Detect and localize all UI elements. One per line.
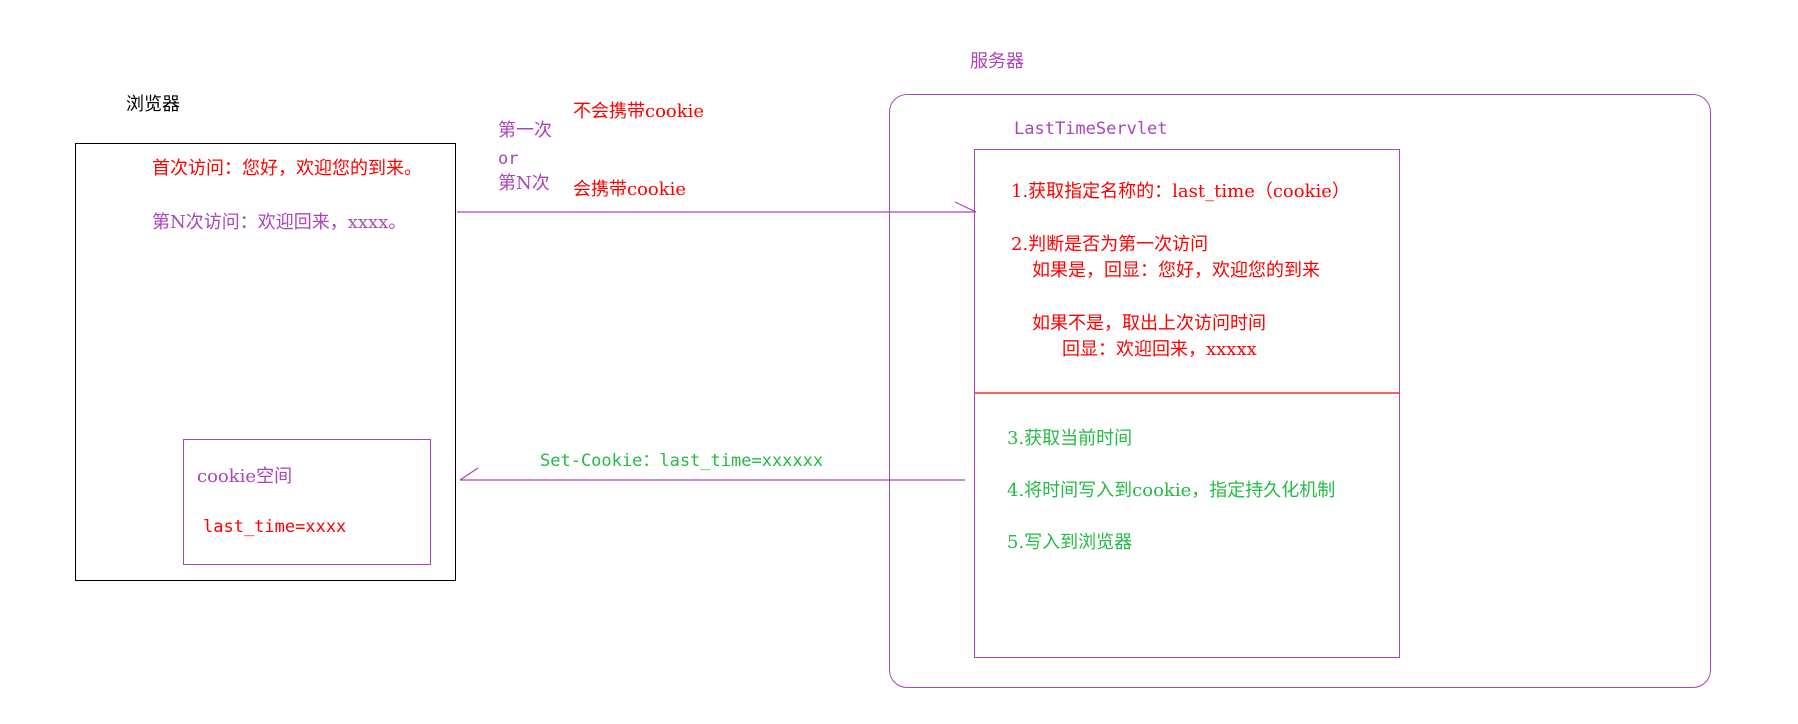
- servlet-step-2-yes: 如果是，回显：您好，欢迎您的到来: [1032, 260, 1320, 281]
- browser-first-visit-text: 首次访问：您好，欢迎您的到来。: [152, 158, 422, 179]
- servlet-box: 1.获取指定名称的：last_time（cookie） 2.判断是否为第一次访问…: [974, 149, 1400, 658]
- request-arrow-head: [954, 201, 977, 213]
- cookie-space-value: last_time=xxxx: [203, 517, 347, 537]
- servlet-step-1: 1.获取指定名称的：last_time（cookie）: [1011, 181, 1350, 202]
- servlet-step-2: 2.判断是否为第一次访问: [1011, 234, 1209, 255]
- server-title: 服务器: [970, 51, 1024, 72]
- browser-nth-visit-text: 第N次访问：欢迎回来，xxxx。: [152, 212, 407, 233]
- server-box: [889, 94, 1711, 688]
- browser-title: 浏览器: [126, 94, 180, 115]
- servlet-step-4: 4.将时间写入到cookie，指定持久化机制: [1007, 480, 1336, 501]
- servlet-step-2-no: 如果不是，取出上次访问时间: [1032, 313, 1266, 334]
- response-set-cookie-label: Set-Cookie：last_time=xxxxxx: [540, 451, 824, 471]
- servlet-step-3: 3.获取当前时间: [1007, 428, 1133, 449]
- request-with-cookie-label: 会携带cookie: [573, 179, 687, 200]
- servlet-step-5: 5.写入到浏览器: [1007, 532, 1133, 553]
- response-arrow-head: [459, 467, 479, 481]
- request-or-label: or: [498, 149, 519, 169]
- browser-box: 首次访问：您好，欢迎您的到来。 第N次访问：欢迎回来，xxxx。: [75, 143, 456, 581]
- cookie-space-box: cookie空间 last_time=xxxx: [183, 439, 431, 565]
- request-first-label: 第一次: [498, 120, 552, 141]
- servlet-name: LastTimeServlet: [1014, 119, 1168, 139]
- cookie-space-title: cookie空间: [197, 466, 293, 487]
- request-no-cookie-label: 不会携带cookie: [573, 101, 705, 122]
- request-nth-label: 第N次: [498, 173, 550, 194]
- servlet-step-2-no-echo: 回显：欢迎回来，xxxxx: [1062, 339, 1257, 360]
